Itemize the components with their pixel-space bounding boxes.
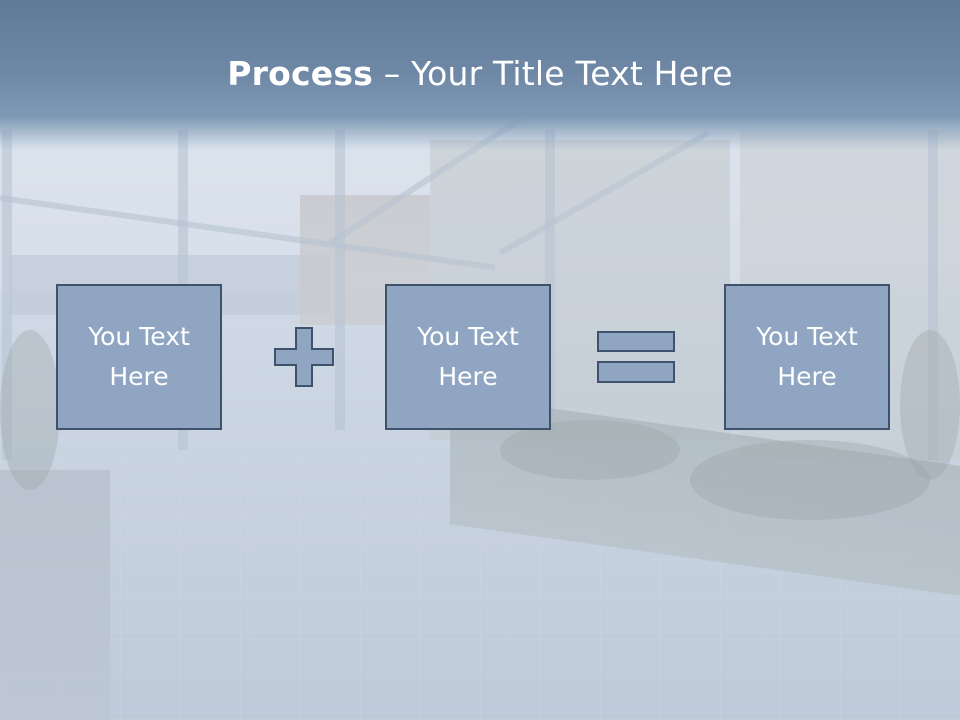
process-box-label: You Text Here — [88, 322, 190, 391]
process-box-3: You Text Here — [724, 284, 890, 430]
process-box-2: You Text Here — [385, 284, 551, 430]
plus-icon — [274, 327, 334, 387]
process-box-label: You Text Here — [756, 322, 858, 391]
title-band — [0, 0, 960, 150]
title-bold: Process — [227, 54, 374, 93]
process-box-1: You Text Here — [56, 284, 222, 430]
equals-icon — [597, 331, 675, 383]
process-box-label: You Text Here — [417, 322, 519, 391]
title-rest: – Your Title Text Here — [373, 54, 733, 93]
slide-title: Process – Your Title Text Here — [0, 52, 960, 96]
